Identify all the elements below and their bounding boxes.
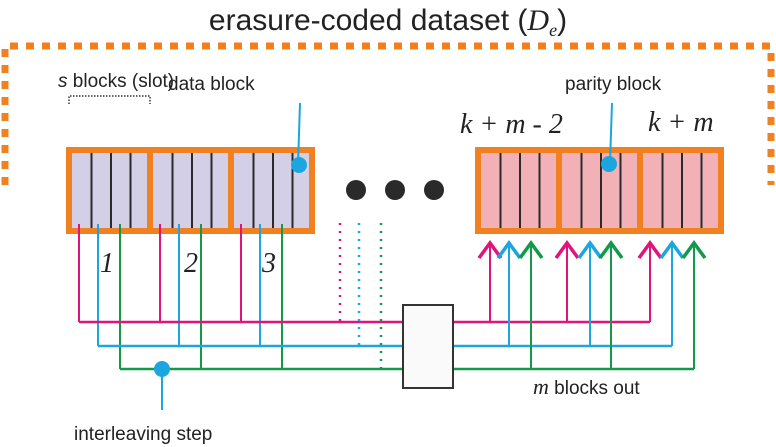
data-block-slot bbox=[147, 147, 234, 234]
data-index-2: 2 bbox=[184, 248, 198, 279]
arrow-head-icon bbox=[659, 240, 685, 260]
parity-index-k-m: k + m bbox=[648, 107, 714, 138]
arrow-head-icon bbox=[577, 240, 603, 260]
arrow-head-icon bbox=[637, 240, 663, 260]
interleaving-label: interleaving step bbox=[74, 424, 212, 445]
interleaving-callout-dot bbox=[154, 361, 170, 377]
diagram-title: erasure-coded dataset (De) bbox=[209, 4, 567, 40]
data-block-callout-line bbox=[297, 102, 301, 166]
arrow-head-icon bbox=[681, 240, 707, 260]
parity-block-slot bbox=[556, 147, 643, 234]
dataset-boundary bbox=[1, 42, 775, 185]
encoder-box bbox=[402, 304, 454, 389]
arrow-head-icon bbox=[518, 240, 544, 260]
data-index-1: 1 bbox=[100, 248, 114, 279]
parity-block-slot bbox=[637, 147, 724, 234]
slot-bracket bbox=[68, 95, 151, 104]
data-block-slot bbox=[66, 147, 153, 234]
ellipsis-dot bbox=[346, 180, 366, 200]
arrow-head-icon bbox=[554, 240, 580, 260]
m-blocks-out-label: m blocks out bbox=[533, 374, 640, 399]
slot-label: s blocks (slot) bbox=[58, 71, 174, 92]
parity-block-callout-dot bbox=[601, 156, 617, 172]
parity-block-label: parity block bbox=[565, 74, 662, 95]
data-block-callout-dot bbox=[291, 157, 307, 173]
parity-index-k-m-2: k + m - 2 bbox=[460, 109, 563, 140]
arrow-head-icon bbox=[598, 240, 624, 260]
arrow-head-icon bbox=[496, 240, 522, 260]
data-block-label: data block bbox=[168, 74, 255, 95]
ellipsis-dot bbox=[385, 180, 405, 200]
arrow-head-icon bbox=[477, 240, 503, 260]
parity-block-callout-line bbox=[609, 102, 613, 164]
data-index-3: 3 bbox=[261, 248, 276, 279]
parity-block-slot bbox=[475, 147, 562, 234]
ellipsis-dot bbox=[424, 180, 444, 200]
